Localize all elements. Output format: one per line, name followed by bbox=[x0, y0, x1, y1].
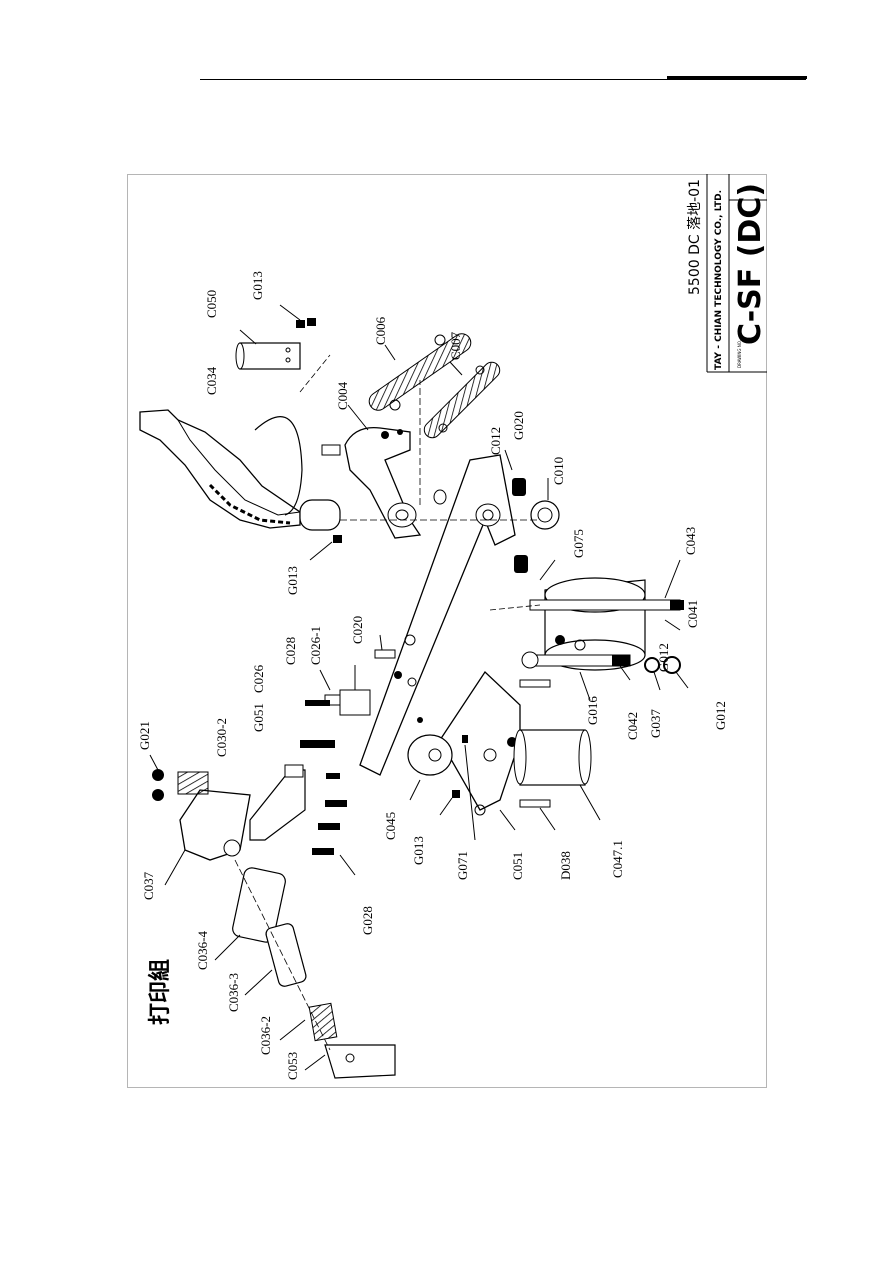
part-c036-4 bbox=[232, 867, 286, 943]
company-name: TAY - CHIAN TECHNOLOGY CO., LTD. bbox=[714, 190, 724, 370]
label-c034: C034 bbox=[204, 366, 219, 395]
label-c041: C041 bbox=[685, 600, 700, 628]
screw-g013-mid bbox=[333, 535, 342, 543]
screw-c026 bbox=[305, 700, 330, 706]
part-c036-3 bbox=[265, 923, 307, 987]
drawing-number: 5500 DC 落地-01 bbox=[687, 179, 703, 295]
label-g021: G021 bbox=[137, 721, 152, 750]
label-c036-2: C036-2 bbox=[258, 1016, 273, 1055]
label-c050: C050 bbox=[204, 290, 219, 318]
nut-g012 bbox=[663, 656, 681, 674]
label-c010: C010 bbox=[551, 457, 566, 485]
plate-c012 bbox=[359, 454, 516, 776]
label-g071: G071 bbox=[455, 851, 470, 880]
drawing-frame bbox=[127, 174, 767, 1088]
motor-c045 bbox=[407, 734, 453, 776]
label-c045: C045 bbox=[383, 812, 398, 840]
pedal-c034 bbox=[139, 409, 341, 531]
label-c036-3: C036-3 bbox=[226, 973, 241, 1012]
label-g020: G020 bbox=[511, 411, 526, 440]
label-c026-1: C026-1 bbox=[308, 626, 323, 665]
screw-g020 bbox=[512, 478, 526, 496]
label-c026: C026 bbox=[251, 664, 266, 693]
label-g012-b: G012 bbox=[713, 701, 728, 730]
bracket-c030-2 bbox=[249, 764, 306, 841]
label-c053: C053 bbox=[285, 1052, 300, 1080]
screws-g013-top bbox=[296, 318, 316, 328]
label-c004: C004 bbox=[335, 381, 350, 410]
label-c051: C051 bbox=[510, 852, 525, 880]
label-g028: G028 bbox=[360, 906, 375, 935]
screws-g028 bbox=[312, 773, 347, 855]
label-g075: G075 bbox=[571, 529, 586, 558]
label-g013-low: G013 bbox=[411, 836, 426, 865]
label-g013: G013 bbox=[250, 271, 265, 300]
label-c043: C043 bbox=[683, 527, 698, 555]
solenoid-c037 bbox=[152, 769, 251, 861]
label-g016: G016 bbox=[585, 696, 600, 725]
washer-g037 bbox=[644, 657, 660, 673]
screw-c020 bbox=[374, 649, 396, 659]
label-c036-4: C036-4 bbox=[195, 931, 210, 971]
screw-g013-low bbox=[452, 790, 460, 798]
rod-c042 bbox=[521, 651, 631, 669]
label-g013-mid: G013 bbox=[285, 566, 300, 595]
label-d038: D038 bbox=[558, 851, 573, 880]
screw-g051 bbox=[300, 740, 335, 748]
bushing-c010 bbox=[530, 500, 560, 530]
screw-g075 bbox=[514, 555, 528, 573]
label-c042: C042 bbox=[625, 712, 640, 740]
motor-c047-1 bbox=[513, 729, 592, 786]
spring-c036-2 bbox=[308, 1002, 338, 1042]
lever-c004 bbox=[321, 426, 422, 539]
label-g012-a: G012 bbox=[656, 643, 671, 672]
rod-c043 bbox=[529, 599, 684, 611]
label-g037: G037 bbox=[648, 709, 663, 738]
assembly-title: 打印組 bbox=[147, 959, 173, 1025]
screw-g071 bbox=[462, 735, 468, 743]
switch-c026-1 bbox=[324, 689, 371, 716]
label-c007: C007 bbox=[448, 331, 463, 360]
label-g051: G051 bbox=[251, 703, 266, 732]
label-c012: C012 bbox=[488, 427, 503, 455]
label-c047-1: C047.1 bbox=[610, 840, 625, 878]
block-c053 bbox=[324, 1044, 396, 1079]
header-rule bbox=[200, 79, 806, 80]
label-c030-2: C030-2 bbox=[214, 718, 229, 757]
model-name: C-SF (DC) bbox=[733, 183, 768, 345]
spring-c007 bbox=[423, 361, 501, 439]
header-rule-accent bbox=[667, 76, 807, 79]
part-c050 bbox=[235, 342, 301, 370]
drawing-number-caption: DRAWING NO. bbox=[737, 340, 742, 368]
label-c037: C037 bbox=[141, 871, 156, 900]
label-c006: C006 bbox=[373, 316, 388, 345]
label-c028: C028 bbox=[283, 637, 298, 665]
label-c020: C020 bbox=[350, 616, 365, 644]
spring-c006 bbox=[368, 333, 472, 411]
